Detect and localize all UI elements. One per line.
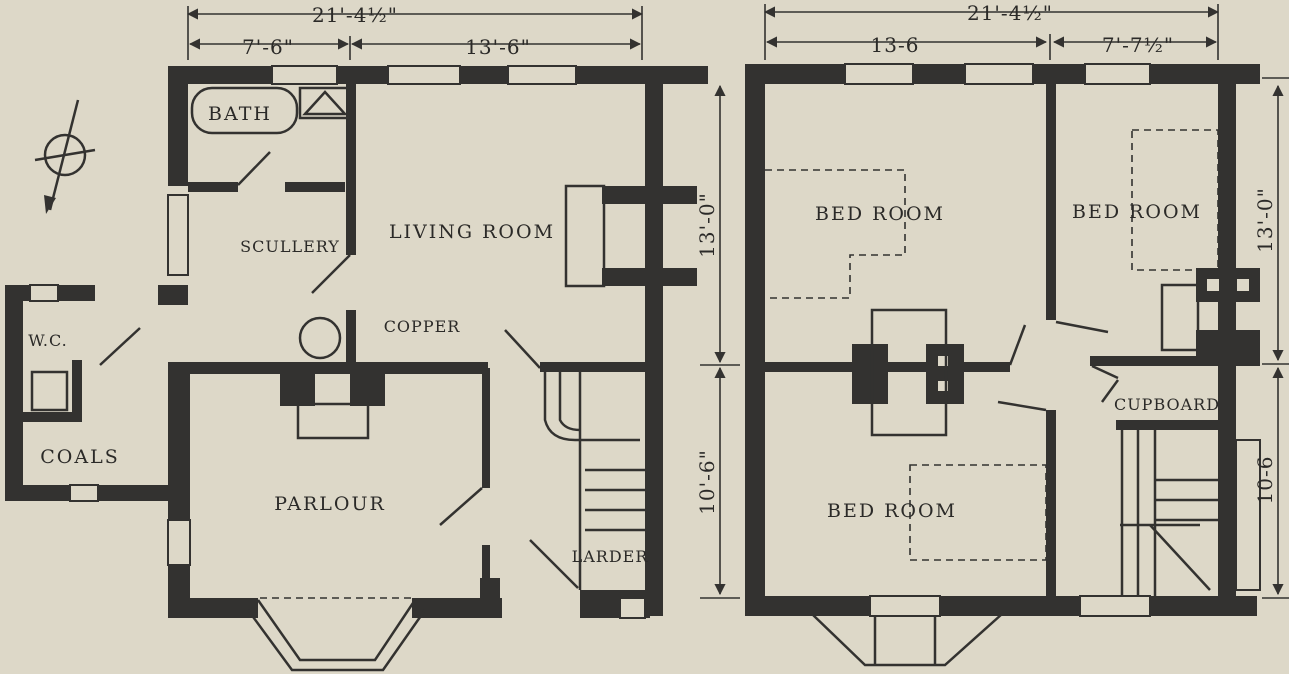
basin-fixture [302, 90, 348, 116]
right-width-dimension: 7'-7½" [1102, 33, 1174, 57]
chimney-breast [280, 366, 315, 406]
bed-outline [765, 169, 906, 299]
wall [540, 362, 650, 372]
overall-width-dimension: 21'-4½" [967, 1, 1053, 25]
wall [346, 80, 356, 255]
chimney-breast [1196, 330, 1260, 366]
wall [5, 285, 23, 500]
wall [168, 362, 488, 374]
room-label-parlour: PARLOUR [274, 493, 386, 515]
staircase [543, 372, 645, 590]
wall [346, 310, 356, 370]
bath-fixture [190, 86, 299, 135]
door-swings [997, 320, 1120, 412]
room-label-living-room: LIVING ROOM [389, 221, 555, 243]
lower-depth-dimension: 10'-6" [695, 449, 719, 515]
window [167, 519, 191, 566]
right-width-dimension: 13'-6" [465, 35, 531, 59]
window [1084, 63, 1151, 85]
chimney-breast [852, 344, 888, 404]
wall [158, 285, 188, 305]
wall [188, 182, 238, 192]
dimension-lines [186, 6, 740, 599]
hearth-fixture [870, 308, 948, 437]
door-swings [99, 151, 579, 589]
room-label-bed-room: BED ROOM [1072, 201, 1202, 223]
room-label-scullery: SCULLERY [240, 237, 340, 256]
window [271, 65, 338, 85]
chimney-breast [602, 268, 697, 286]
cupboard-fixture [1160, 283, 1200, 352]
wall [412, 598, 502, 618]
window [167, 194, 189, 276]
flue [1205, 277, 1221, 293]
flue [1235, 277, 1251, 293]
wall [22, 412, 82, 422]
wall [765, 362, 860, 372]
window [507, 65, 577, 85]
window [387, 65, 461, 85]
left-width-dimension: 13-6 [871, 33, 920, 57]
wall [745, 596, 1257, 616]
wall [1116, 420, 1220, 430]
wall [482, 545, 490, 590]
upper-depth-dimension: 13'-0" [695, 192, 719, 258]
hearth-fixture [296, 402, 370, 440]
basin-fixture [298, 86, 350, 120]
room-label-bath: BATH [208, 103, 272, 125]
room-label-bed-room: BED ROOM [827, 500, 957, 522]
wall [168, 66, 188, 186]
north-arrow-icon [34, 99, 96, 214]
wall [72, 360, 82, 420]
wall [1090, 356, 1220, 366]
porch-canopy [811, 613, 1003, 667]
dresser-fixture [564, 184, 606, 288]
left-width-dimension: 7'-6" [242, 35, 294, 59]
wall [1046, 80, 1056, 320]
overall-width-dimension: 21'-4½" [312, 3, 398, 27]
window [844, 63, 914, 85]
window [964, 63, 1034, 85]
wall [482, 368, 490, 488]
staircase [1120, 430, 1218, 596]
room-label-coals: COALS [40, 446, 119, 468]
window [29, 284, 59, 302]
wc-fixture [30, 370, 69, 412]
room-label-wc: W.C. [28, 331, 68, 350]
lower-depth-dimension: 10-6 [1253, 456, 1277, 505]
room-label-bed-room: BED ROOM [815, 203, 945, 225]
bed-outline [909, 464, 1047, 561]
upper-depth-dimension: 13'-0" [1253, 187, 1277, 253]
room-label-copper: COPPER [384, 317, 461, 336]
wall [285, 182, 345, 192]
window [1235, 439, 1261, 591]
bed-outline [1131, 129, 1219, 271]
chimney-breast [350, 366, 385, 406]
room-label-larder: LARDER [572, 547, 649, 566]
bay-window [246, 597, 427, 672]
copper-fixture [298, 316, 342, 360]
room-label-cupboard: CUPBOARD [1114, 395, 1220, 414]
wall [645, 66, 663, 616]
chimney-breast [602, 186, 697, 204]
wall [1046, 410, 1056, 600]
wall [745, 64, 765, 616]
window [69, 484, 99, 502]
wall [168, 598, 258, 618]
window [1079, 595, 1151, 617]
window [869, 595, 941, 617]
window [619, 597, 646, 619]
first-floor-plan: 21'-4½" 13-6 7'-7½" 13'-0" 10-6 BED ROOM… [745, 1, 1289, 667]
ground-floor-plan: 21'-4½" 7'-6" 13'-6" 13'-0" 10'-6" BATH … [5, 3, 740, 672]
dimension-lines [763, 4, 1289, 599]
